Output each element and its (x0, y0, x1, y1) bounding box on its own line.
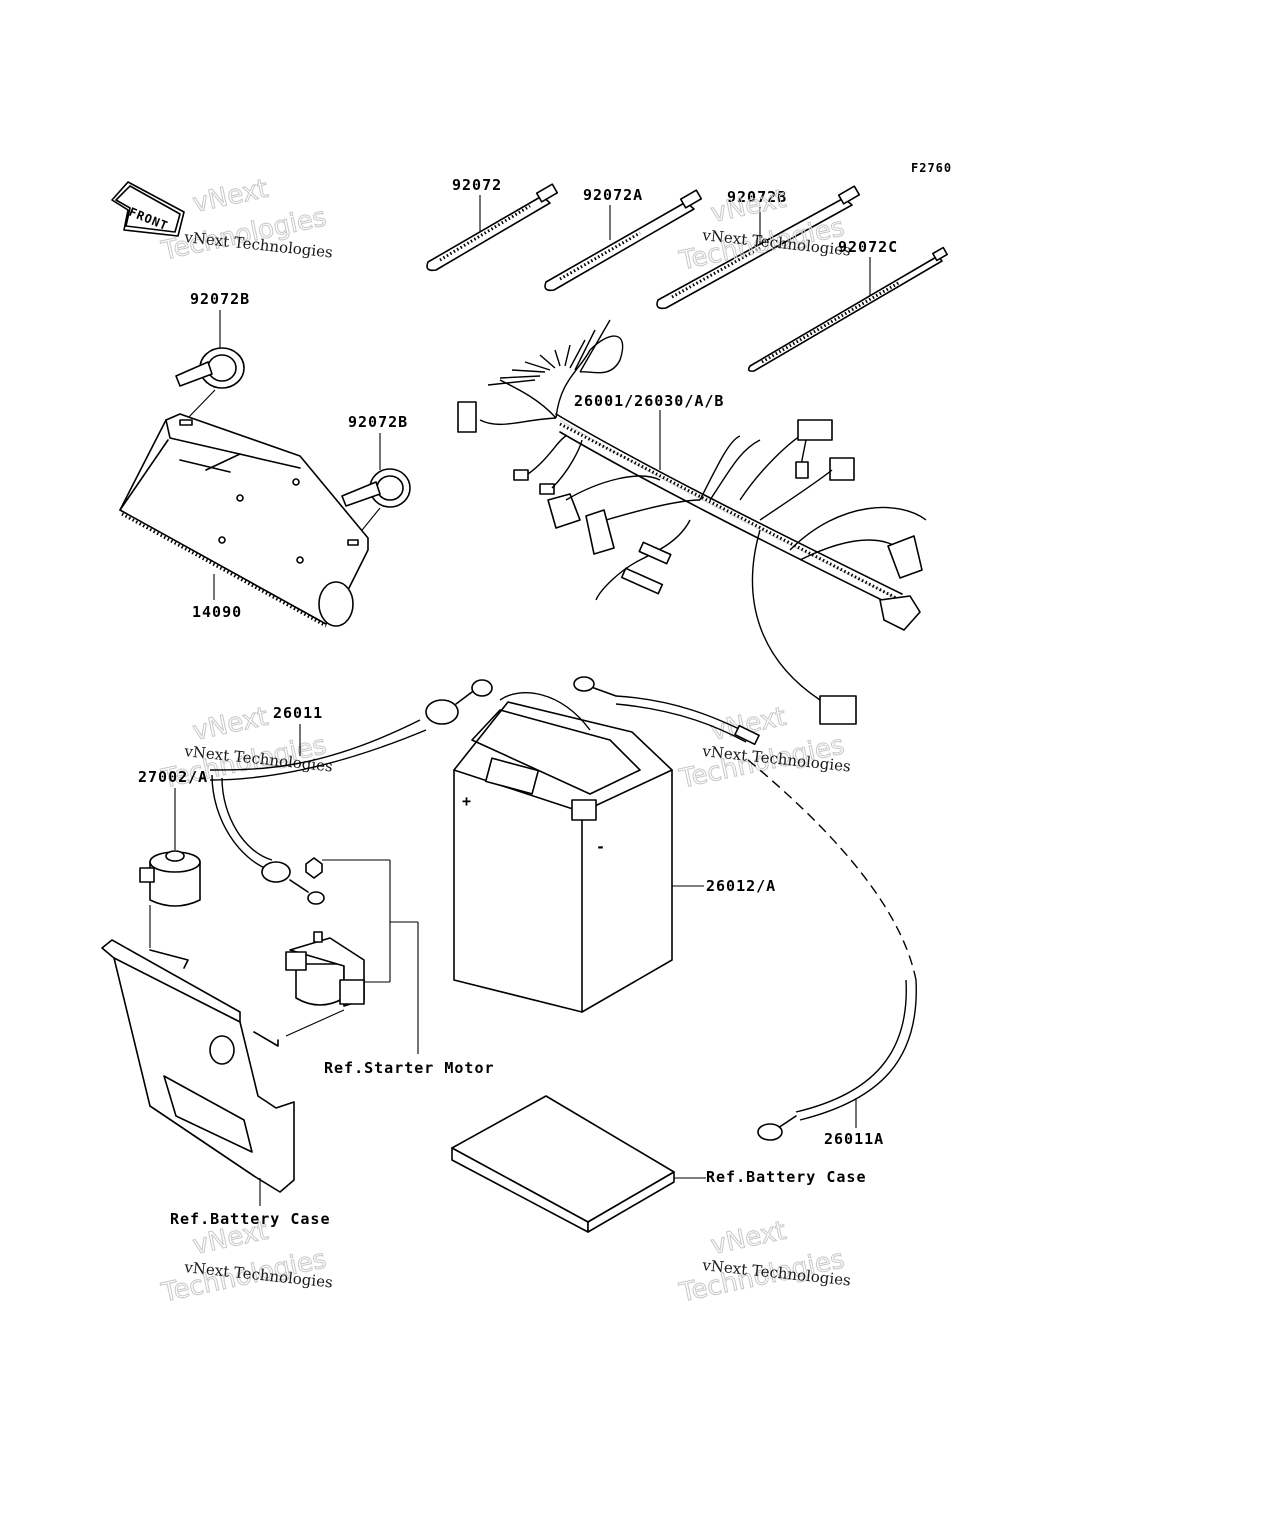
battery-case-pad (451, 1095, 675, 1233)
tie-92072 (426, 183, 559, 272)
label-92072C: 92072C (838, 238, 898, 256)
clamp-92072B-left (175, 347, 245, 389)
svg-text:-: - (596, 838, 606, 856)
svg-text:vNext: vNext (708, 1216, 789, 1261)
starter-relay (285, 857, 365, 1007)
svg-text:vNext: vNext (190, 702, 271, 747)
label-92072: 92072 (452, 176, 502, 194)
watermark-6: vNext Technologies (676, 1215, 848, 1309)
label-27002A: 27002/A (138, 768, 208, 786)
svg-text:+: + (462, 792, 472, 810)
svg-text:vNext: vNext (190, 174, 271, 219)
wiring-harness (457, 319, 927, 725)
label-92072B-right: 92072B (348, 413, 408, 431)
relay-27002A (139, 850, 201, 907)
cable-26011 (209, 679, 493, 905)
label-92072B-left: 92072B (190, 290, 250, 308)
label-battery-case-right: Ref.Battery Case (706, 1168, 867, 1186)
front-arrow-icon: FRONT (111, 181, 185, 237)
tie-92072A (544, 189, 703, 292)
label-92072A: 92072A (583, 186, 643, 204)
battery-26012A: + - (453, 692, 673, 1013)
tie-92072B-top (656, 185, 861, 310)
cable-26011A (573, 676, 917, 1141)
label-92072B-top: 92072B (727, 188, 787, 206)
battery-case-bracket (101, 939, 295, 1193)
cover-14090 (119, 413, 369, 628)
label-26011: 26011 (273, 704, 323, 722)
tie-92072C (747, 246, 948, 372)
svg-text:vNext: vNext (708, 184, 789, 229)
label-starter-ref: Ref.Starter Motor (324, 1059, 495, 1077)
figure-code: F2760 (911, 161, 952, 175)
label-14090: 14090 (192, 603, 242, 621)
label-26012A: 26012/A (706, 877, 776, 895)
watermark-2: vNext Technologies (676, 183, 848, 277)
label-harness: 26001/26030/A/B (574, 392, 724, 410)
label-battery-case-left: Ref.Battery Case (170, 1210, 331, 1228)
label-26011A: 26011A (824, 1130, 884, 1148)
clamp-92072B-right (341, 468, 411, 508)
